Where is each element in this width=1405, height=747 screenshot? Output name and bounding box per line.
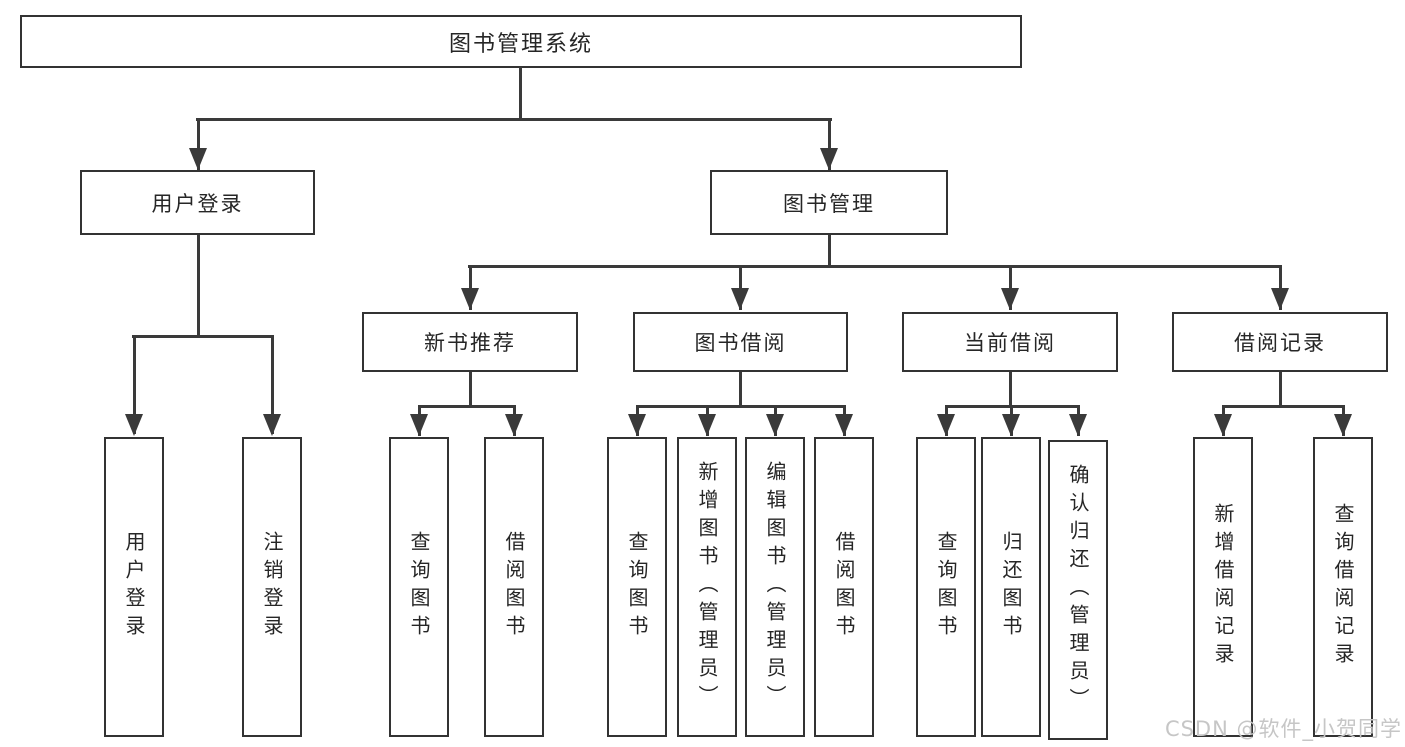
leaf-query-book: 查询图书	[389, 437, 449, 737]
connector-line	[133, 335, 136, 434]
node-user-login: 用户登录	[80, 170, 315, 235]
connector-line	[1009, 372, 1012, 405]
arrowhead-icon	[1069, 414, 1087, 436]
connector-line	[197, 118, 200, 170]
leaf-return-book: 归还图书	[981, 437, 1041, 737]
connector-line	[132, 335, 274, 338]
csdn-watermark: CSDN @软件_小贺同学	[1164, 717, 1402, 741]
arrowhead-icon	[125, 414, 143, 436]
arrowhead-icon	[461, 288, 479, 310]
arrowhead-icon	[1214, 414, 1232, 436]
arrowhead-icon	[835, 414, 853, 436]
arrowhead-icon	[937, 414, 955, 436]
connector-line	[519, 67, 522, 118]
arrowhead-icon	[1334, 414, 1352, 436]
arrowhead-icon	[766, 414, 784, 436]
arrowhead-icon	[263, 414, 281, 436]
connector-line	[197, 235, 200, 335]
leaf-borrow-book: 借阅图书	[814, 437, 874, 737]
arrowhead-icon	[189, 148, 207, 170]
node-new-book-recommend: 新书推荐	[362, 312, 578, 372]
arrowhead-icon	[820, 148, 838, 170]
connector-line	[196, 118, 832, 121]
connector-line	[739, 372, 742, 405]
connector-line	[418, 405, 516, 408]
arrowhead-icon	[731, 288, 749, 310]
node-borrow-records: 借阅记录	[1172, 312, 1388, 372]
connector-line	[1222, 405, 1345, 408]
leaf-add-borrow-record: 新增借阅记录	[1193, 437, 1253, 737]
leaf-borrow-book: 借阅图书	[484, 437, 544, 737]
arrowhead-icon	[628, 414, 646, 436]
node-book-management: 图书管理	[710, 170, 948, 235]
arrowhead-icon	[1271, 288, 1289, 310]
connector-line	[828, 235, 831, 265]
arrowhead-icon	[1002, 414, 1020, 436]
leaf-query-book: 查询图书	[607, 437, 667, 737]
arrowhead-icon	[1001, 288, 1019, 310]
connector-line	[636, 405, 846, 408]
leaf-query-book: 查询图书	[916, 437, 976, 737]
connector-line	[469, 372, 472, 405]
node-library-system: 图书管理系统	[20, 15, 1022, 68]
arrowhead-icon	[410, 414, 428, 436]
leaf-add-book-admin: 新增图书（管理员）	[677, 437, 737, 737]
arrowhead-icon	[505, 414, 523, 436]
leaf-logout: 注销登录	[242, 437, 302, 737]
leaf-edit-book-admin: 编辑图书（管理员）	[745, 437, 805, 737]
connector-line	[468, 265, 1281, 268]
connector-line	[1279, 265, 1282, 310]
node-book-borrow: 图书借阅	[633, 312, 848, 372]
connector-line	[739, 265, 742, 310]
connector-line	[469, 265, 472, 310]
connector-line	[271, 335, 274, 434]
connector-line	[828, 118, 831, 170]
connector-line	[1279, 372, 1282, 405]
connector-line	[1009, 265, 1012, 310]
leaf-query-borrow-record: 查询借阅记录	[1313, 437, 1373, 737]
leaf-confirm-return-admin: 确认归还（管理员）	[1048, 440, 1108, 740]
leaf-user-login: 用户登录	[104, 437, 164, 737]
node-current-borrow: 当前借阅	[902, 312, 1118, 372]
arrowhead-icon	[698, 414, 716, 436]
